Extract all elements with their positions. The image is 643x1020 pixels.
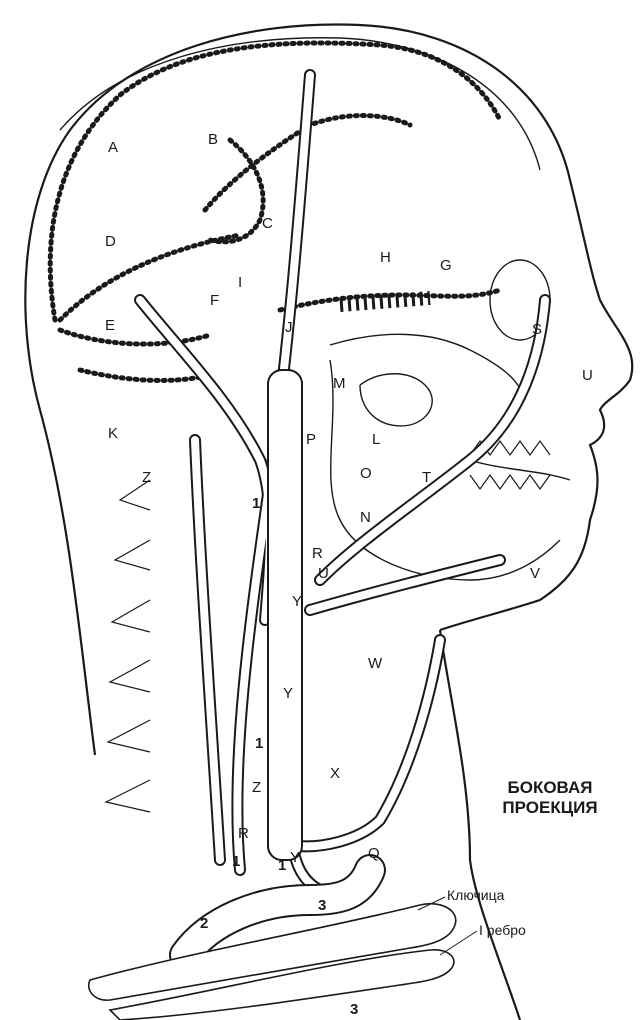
letter-label: E (105, 317, 115, 334)
letter-label: H (380, 249, 391, 266)
clavicle-label: Ключица (447, 887, 504, 903)
facial-vein (320, 300, 545, 580)
letter-label: U (318, 565, 329, 582)
number-label: 1 (278, 857, 286, 874)
head-outline (25, 24, 632, 1020)
cervical-spine (106, 480, 150, 812)
letter-label: Q (368, 845, 380, 862)
number-label: 3 (350, 1001, 358, 1018)
letter-label: O (360, 465, 372, 482)
dural-sinuses (50, 43, 500, 380)
letter-label: D (105, 233, 116, 250)
letter-label: L (372, 431, 380, 448)
letter-label: R (312, 545, 323, 562)
letter-label: Z (252, 779, 261, 796)
rib-label: I ребро (479, 922, 526, 938)
letter-label: N (360, 509, 371, 526)
letter-label: A (108, 139, 118, 156)
letter-label: B (208, 131, 218, 148)
number-label: 3 (318, 897, 326, 914)
letter-label: Y (290, 849, 300, 866)
letter-label: P (306, 431, 316, 448)
letter-label: Y (292, 593, 302, 610)
letter-label: F (210, 292, 219, 309)
letter-label: V (530, 565, 540, 582)
letter-label: C (262, 215, 273, 232)
letter-label: Z (142, 469, 151, 486)
letter-label: W (368, 655, 383, 672)
number-label: 2 (200, 915, 208, 932)
view-caption: БОКОВАЯ ПРОЕКЦИЯ (480, 778, 620, 818)
clavicle-and-rib (89, 904, 456, 1020)
jugular-trunk (268, 370, 302, 860)
sigmoid-sinus (60, 330, 210, 344)
caption-line1: БОКОВАЯ (480, 778, 620, 798)
occipital-sinus (80, 370, 210, 380)
letter-label: U (582, 367, 593, 384)
letter-label: K (108, 425, 118, 442)
letter-label: J (285, 319, 293, 336)
number-label: 1 (232, 853, 240, 870)
letter-label: T (422, 469, 431, 486)
letter-label: X (330, 765, 340, 782)
cavernous-sinus (340, 298, 430, 305)
letter-label: M (333, 375, 346, 392)
letter-label: I (238, 274, 242, 291)
letter-label: Y (283, 685, 293, 702)
letter-label: R (238, 825, 249, 842)
number-label: 1 (255, 735, 263, 752)
number-label: 1 (252, 495, 260, 512)
straight-sinus (210, 140, 263, 242)
caption-line2: ПРОЕКЦИЯ (480, 798, 620, 818)
letter-label: S (532, 321, 542, 338)
letter-label: G (440, 257, 452, 274)
